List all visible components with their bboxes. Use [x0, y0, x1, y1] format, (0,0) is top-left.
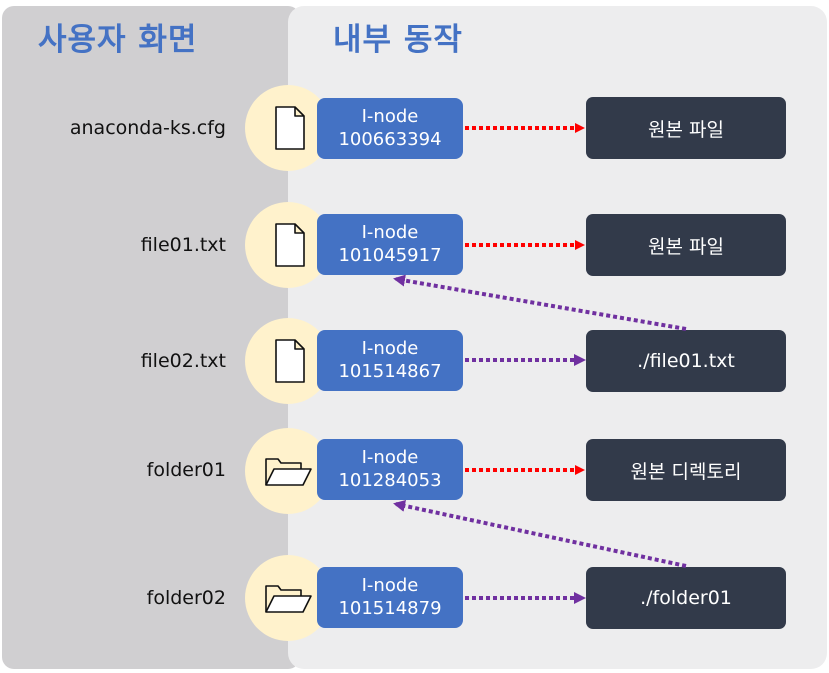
folder-icon: [265, 458, 312, 486]
symlink-back-arrow: [393, 500, 687, 568]
file-icon-circle: [245, 202, 331, 288]
inode-number: 101284053: [338, 470, 442, 491]
file-icon: [275, 339, 305, 383]
inode-label: I-node: [361, 222, 419, 243]
inode-label: I-node: [361, 575, 419, 596]
file-icon-circle: [245, 85, 331, 171]
inode-box: I-node 101514879: [317, 567, 463, 628]
folder-icon-circle: [245, 428, 331, 514]
target-box: 원본 디렉토리: [586, 439, 786, 501]
target-box: ./file01.txt: [586, 330, 786, 392]
file-icon: [275, 106, 305, 150]
file-name-file01: file01.txt: [140, 234, 226, 256]
inode-box: I-node 101514867: [317, 330, 463, 391]
file-name-folder02: folder02: [146, 587, 226, 609]
inode-box: I-node 100663394: [317, 98, 463, 159]
file-name-file02: file02.txt: [140, 350, 226, 372]
user-view-heading: 사용자 화면: [38, 22, 198, 58]
target-box: 원본 파일: [586, 97, 786, 159]
inode-number: 101514867: [338, 361, 442, 382]
inode-box: I-node 101284053: [317, 439, 463, 500]
inode-label: I-node: [361, 338, 419, 359]
folder-icon: [265, 585, 312, 613]
target-box: 원본 파일: [586, 214, 786, 276]
inode-box: I-node 101045917: [317, 214, 463, 275]
file-icon-circle: [245, 318, 331, 404]
folder-icon-circle: [245, 555, 331, 641]
inode-label: I-node: [361, 447, 419, 468]
target-box: ./folder01: [586, 567, 786, 629]
file-name-folder01: folder01: [146, 459, 226, 481]
inode-number: 100663394: [338, 129, 442, 150]
inode-number: 101514879: [338, 598, 442, 619]
file-name-anaconda: anaconda-ks.cfg: [69, 117, 226, 139]
internal-heading: 내부 동작: [333, 22, 463, 58]
symlink-back-arrow: [393, 274, 687, 331]
inode-label: I-node: [361, 106, 419, 127]
inode-number: 101045917: [338, 245, 442, 266]
file-icon: [275, 223, 305, 267]
